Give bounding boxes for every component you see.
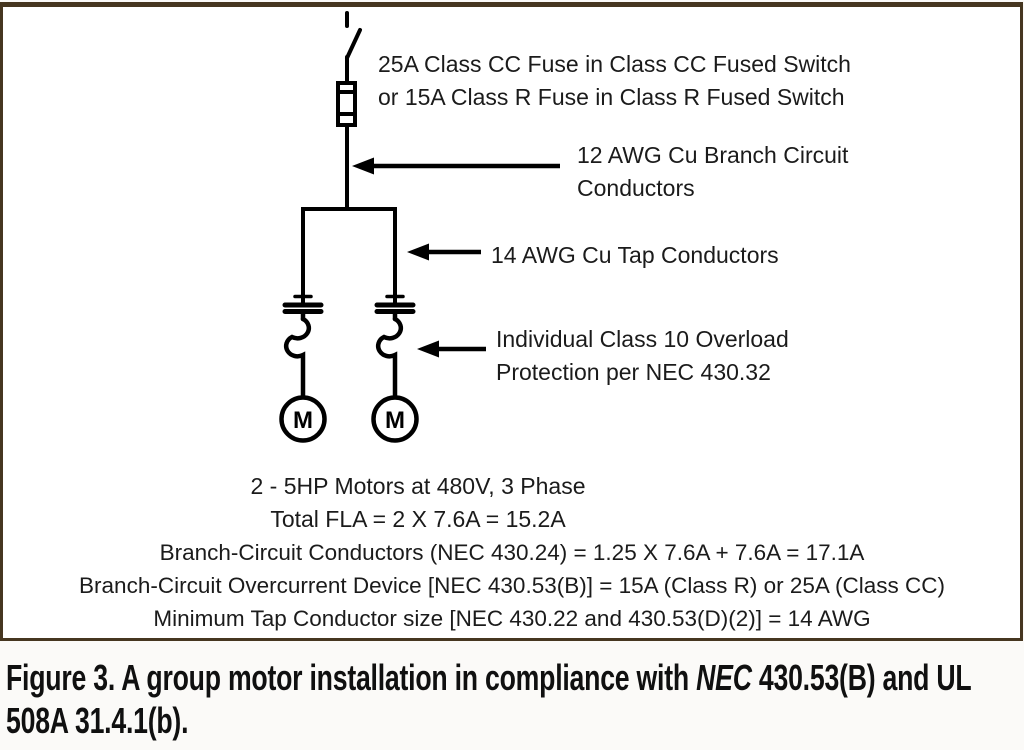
branch-circuit-conductors-spec: Branch-Circuit Conductors (NEC 430.24) =… — [159, 540, 865, 565]
total-fla-spec: Total FLA = 2 X 7.6A = 15.2A — [270, 506, 566, 532]
branch-conductors-label-line1: 12 AWG Cu Branch Circuit — [577, 142, 849, 168]
overload-heater-icon-left — [283, 310, 312, 400]
branch-conductors-label: 12 AWG Cu Branch Circuit Conductors — [577, 139, 848, 205]
motor-label-right: M — [385, 407, 405, 434]
motor-circle-left: M — [279, 395, 327, 443]
overload-heater-icon-right — [375, 310, 404, 400]
branch-conductors-label-line2: Conductors — [577, 175, 695, 201]
tap-conductors-arrow-icon — [407, 243, 481, 261]
motor-spec-block: 2 - 5HP Motors at 480V, 3 Phase Total FL… — [3, 470, 833, 536]
overload-arrow-icon — [417, 340, 486, 358]
disconnect-switch-icon — [345, 11, 362, 86]
tap-conductors-label: 14 AWG Cu Tap Conductors — [491, 242, 779, 268]
fuse-label-line2: or 15A Class R Fuse in Class R Fused Swi… — [378, 84, 845, 110]
overload-label: Individual Class 10 Overload Protection … — [496, 323, 789, 389]
schematic-svg: M M — [279, 11, 560, 443]
overload-label-line2: Protection per NEC 430.32 — [496, 359, 771, 385]
figure-caption: Figure 3. A group motor installation in … — [6, 656, 1024, 742]
fuse-icon — [336, 81, 357, 127]
motors-spec: 2 - 5HP Motors at 480V, 3 Phase — [250, 473, 586, 499]
figure-caption-text: Figure 3. A group motor installation in … — [6, 657, 697, 698]
figure-caption-line2: 508A 31.4.1(b). — [6, 700, 189, 741]
fuse-label: 25A Class CC Fuse in Class CC Fused Swit… — [378, 48, 851, 114]
min-tap-conductor-spec: Minimum Tap Conductor size [NEC 430.22 a… — [153, 606, 871, 631]
nec-spec-block: Branch-Circuit Conductors (NEC 430.24) =… — [3, 536, 1021, 635]
tap-conductor-lines — [301, 207, 397, 303]
figure-caption-ref: 430.53(B) and UL — [751, 657, 972, 698]
branch-conductors-arrow-icon — [352, 157, 560, 175]
fuse-label-line1: 25A Class CC Fuse in Class CC Fused Swit… — [378, 51, 851, 77]
figure-caption-line1: Figure 3. A group motor installation in … — [6, 656, 1024, 699]
motor-label-left: M — [293, 407, 313, 434]
overcurrent-device-spec: Branch-Circuit Overcurrent Device [NEC 4… — [79, 573, 945, 598]
motor-circle-right: M — [371, 395, 419, 443]
figure-caption-nec-italic: NEC — [696, 657, 752, 698]
figure-frame — [0, 2, 1023, 641]
overload-label-line1: Individual Class 10 Overload — [496, 326, 789, 352]
